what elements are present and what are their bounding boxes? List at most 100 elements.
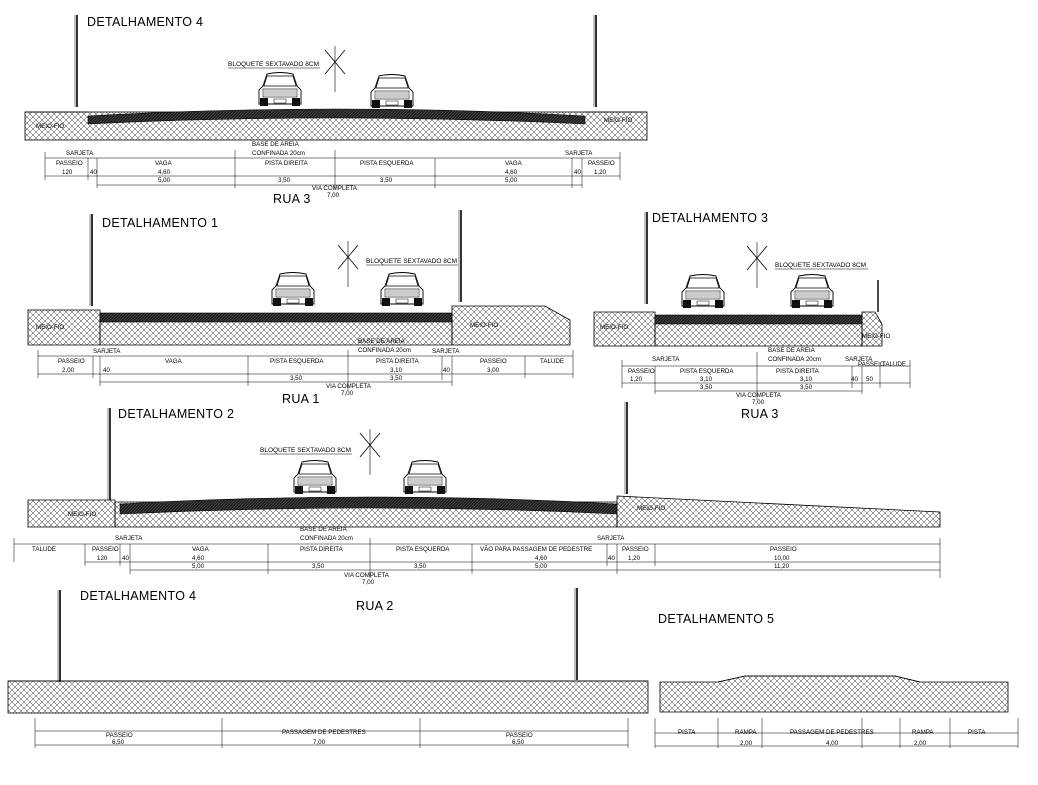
paving-layer bbox=[99, 312, 453, 323]
light-pole-icon bbox=[57, 589, 61, 683]
bloquete-label: BLOQUETE SEXTAVADO 8CM bbox=[228, 61, 319, 68]
dim-label: VAGA bbox=[505, 160, 523, 167]
section-title: DETALHAMENTO 4 bbox=[87, 15, 203, 29]
dim-label: PASSEIO bbox=[506, 732, 533, 739]
sarjeta-label: SARJETA bbox=[845, 356, 873, 363]
dim-total: 3,50 bbox=[700, 384, 713, 391]
street-label: RUA 3 bbox=[741, 407, 779, 421]
dim-value: 40 bbox=[443, 367, 450, 374]
base-label: BASE DE AREIA bbox=[252, 141, 300, 148]
dim-value: 3,00 bbox=[487, 367, 500, 374]
via-value: 7,00 bbox=[327, 192, 340, 199]
base-label-2: CONFINADA 20cm bbox=[358, 347, 411, 354]
dim-label: PISTA ESQUERDA bbox=[680, 368, 734, 375]
dim-value: 40 bbox=[851, 376, 858, 383]
light-pole-icon bbox=[593, 14, 597, 108]
section-detalhamento-1-rua-1: DETALHAMENTO 1 BLOQUETE SEXTAVADO 8CM ME… bbox=[27, 209, 574, 406]
car-icon bbox=[790, 274, 834, 309]
dim-label: PASSEIO bbox=[58, 358, 85, 365]
via-label: VIA COMPLETA bbox=[344, 572, 390, 579]
dim-total: 3,50 bbox=[800, 384, 813, 391]
section-title: DETALHAMENTO 4 bbox=[80, 589, 196, 603]
light-pole-icon bbox=[89, 213, 93, 307]
meio-fio-label: MEIO-FIO bbox=[604, 117, 632, 124]
dim-total: 5,00 bbox=[535, 563, 548, 570]
section-detalhamento-2: DETALHAMENTO 2 BLOQUETE SEXTAVADO 8CM ME… bbox=[13, 401, 941, 613]
dim-label: VAGA bbox=[155, 160, 173, 167]
sarjeta-label: SARJETA bbox=[597, 535, 625, 542]
car-icon bbox=[380, 272, 424, 307]
car-icon bbox=[370, 74, 414, 109]
dim-label: TALUDE bbox=[540, 358, 564, 365]
dim-value: 2,00 bbox=[740, 740, 753, 747]
dim-label: PASSEIO bbox=[588, 160, 615, 167]
section-title: DETALHAMENTO 3 bbox=[652, 211, 768, 225]
section-detalhamento-5: DETALHAMENTO 5 PISTA RAMPA PASSAGEM DE P… bbox=[654, 612, 1019, 748]
dim-label: PISTA ESQUERDA bbox=[396, 546, 450, 553]
dim-value: 120 bbox=[97, 555, 108, 562]
section-axis-marker-icon bbox=[337, 240, 359, 288]
meio-fio-label: MEIO-FIO bbox=[862, 333, 890, 340]
street-label: RUA 2 bbox=[356, 599, 394, 613]
section-detalhamento-3-rua-3: DETALHAMENTO 3 BLOQUETE SEXTAVADO 8CM ME… bbox=[593, 211, 911, 421]
car-icon bbox=[681, 274, 725, 309]
dim-value: 6,50 bbox=[112, 739, 125, 746]
section-axis-marker-icon bbox=[359, 428, 381, 476]
light-pole-icon bbox=[624, 401, 628, 495]
sarjeta-label: SARJETA bbox=[66, 150, 94, 157]
via-label: VIA COMPLETA bbox=[326, 383, 372, 390]
section-title: DETALHAMENTO 5 bbox=[658, 612, 774, 626]
dim-label: PASSEIO bbox=[92, 546, 119, 553]
street-label: RUA 3 bbox=[273, 192, 311, 206]
dim-total: 3,50 bbox=[290, 375, 303, 382]
dim-value: 4,00 bbox=[826, 740, 839, 747]
dim-value: 4,60 bbox=[505, 169, 518, 176]
dim-label: PASSAGEM DE PEDESTRES bbox=[790, 729, 874, 736]
section-title: DETALHAMENTO 1 bbox=[102, 216, 218, 230]
sarjeta-label: SARJETA bbox=[652, 356, 680, 363]
car-icon bbox=[293, 460, 337, 495]
dim-total: 3,50 bbox=[390, 375, 403, 382]
dim-label: PISTA ESQUERDA bbox=[270, 358, 324, 365]
dim-label: PASSEIO bbox=[480, 358, 507, 365]
dim-value: 2,00 bbox=[62, 367, 75, 374]
dim-label: PASSEIO bbox=[56, 160, 83, 167]
dim-value: 1,20 bbox=[630, 376, 643, 383]
dim-total: 5,00 bbox=[158, 177, 171, 184]
dim-label: PISTA bbox=[968, 729, 986, 736]
dim-label: PASSAGEM DE PEDESTRES bbox=[282, 729, 366, 736]
section-detalhamento-4-bottom: DETALHAMENTO 4 PASSEIO PASSAGEM DE PEDES… bbox=[7, 587, 649, 748]
dim-value: 3,10 bbox=[390, 367, 403, 374]
base-label-2: CONFINADA 20cm bbox=[300, 535, 353, 542]
base-label-2: CONFINADA 20cm bbox=[252, 150, 305, 157]
light-pole-icon bbox=[74, 14, 78, 108]
dim-label: PASSEIO bbox=[106, 732, 133, 739]
dim-value: 40 bbox=[122, 555, 129, 562]
sarjeta-label: SARJETA bbox=[432, 348, 460, 355]
dim-total: 5,00 bbox=[192, 563, 205, 570]
meio-fio-label: MEIO-FIO bbox=[36, 123, 64, 130]
bloquete-label: BLOQUETE SEXTAVADO 8CM bbox=[775, 262, 866, 269]
base-label: BASE DE AREIA bbox=[768, 347, 816, 354]
sarjeta-label: SARJETA bbox=[565, 150, 593, 157]
section-axis-marker-icon bbox=[746, 241, 768, 289]
dim-value: 3,10 bbox=[800, 376, 813, 383]
paving-layer bbox=[87, 108, 586, 125]
dim-value: 6,50 bbox=[512, 739, 525, 746]
dim-label: PISTA DIREITA bbox=[376, 358, 420, 365]
dim-label: TALUDE bbox=[882, 361, 906, 368]
dim-label: RAMPA bbox=[912, 729, 934, 736]
dim-label: PISTA DIREITA bbox=[776, 368, 820, 375]
section-detalhamento-4-rua-3: DETALHAMENTO 4 BLOQUETE SEXTAVADO 8CM ME… bbox=[24, 14, 648, 206]
dim-label: PISTA DIREITA bbox=[265, 160, 309, 167]
dim-value: 120 bbox=[62, 169, 73, 176]
bloquete-label: BLOQUETE SEXTAVADO 8CM bbox=[260, 447, 351, 454]
via-label: VIA COMPLETA bbox=[312, 185, 358, 192]
base-label-2: CONFINADA 20cm bbox=[768, 356, 821, 363]
dim-value: 2,00 bbox=[914, 740, 927, 747]
dim-value: 40 bbox=[608, 555, 615, 562]
meio-fio-label: MEIO-FIO bbox=[600, 324, 628, 331]
dim-value: 4,60 bbox=[158, 169, 171, 176]
